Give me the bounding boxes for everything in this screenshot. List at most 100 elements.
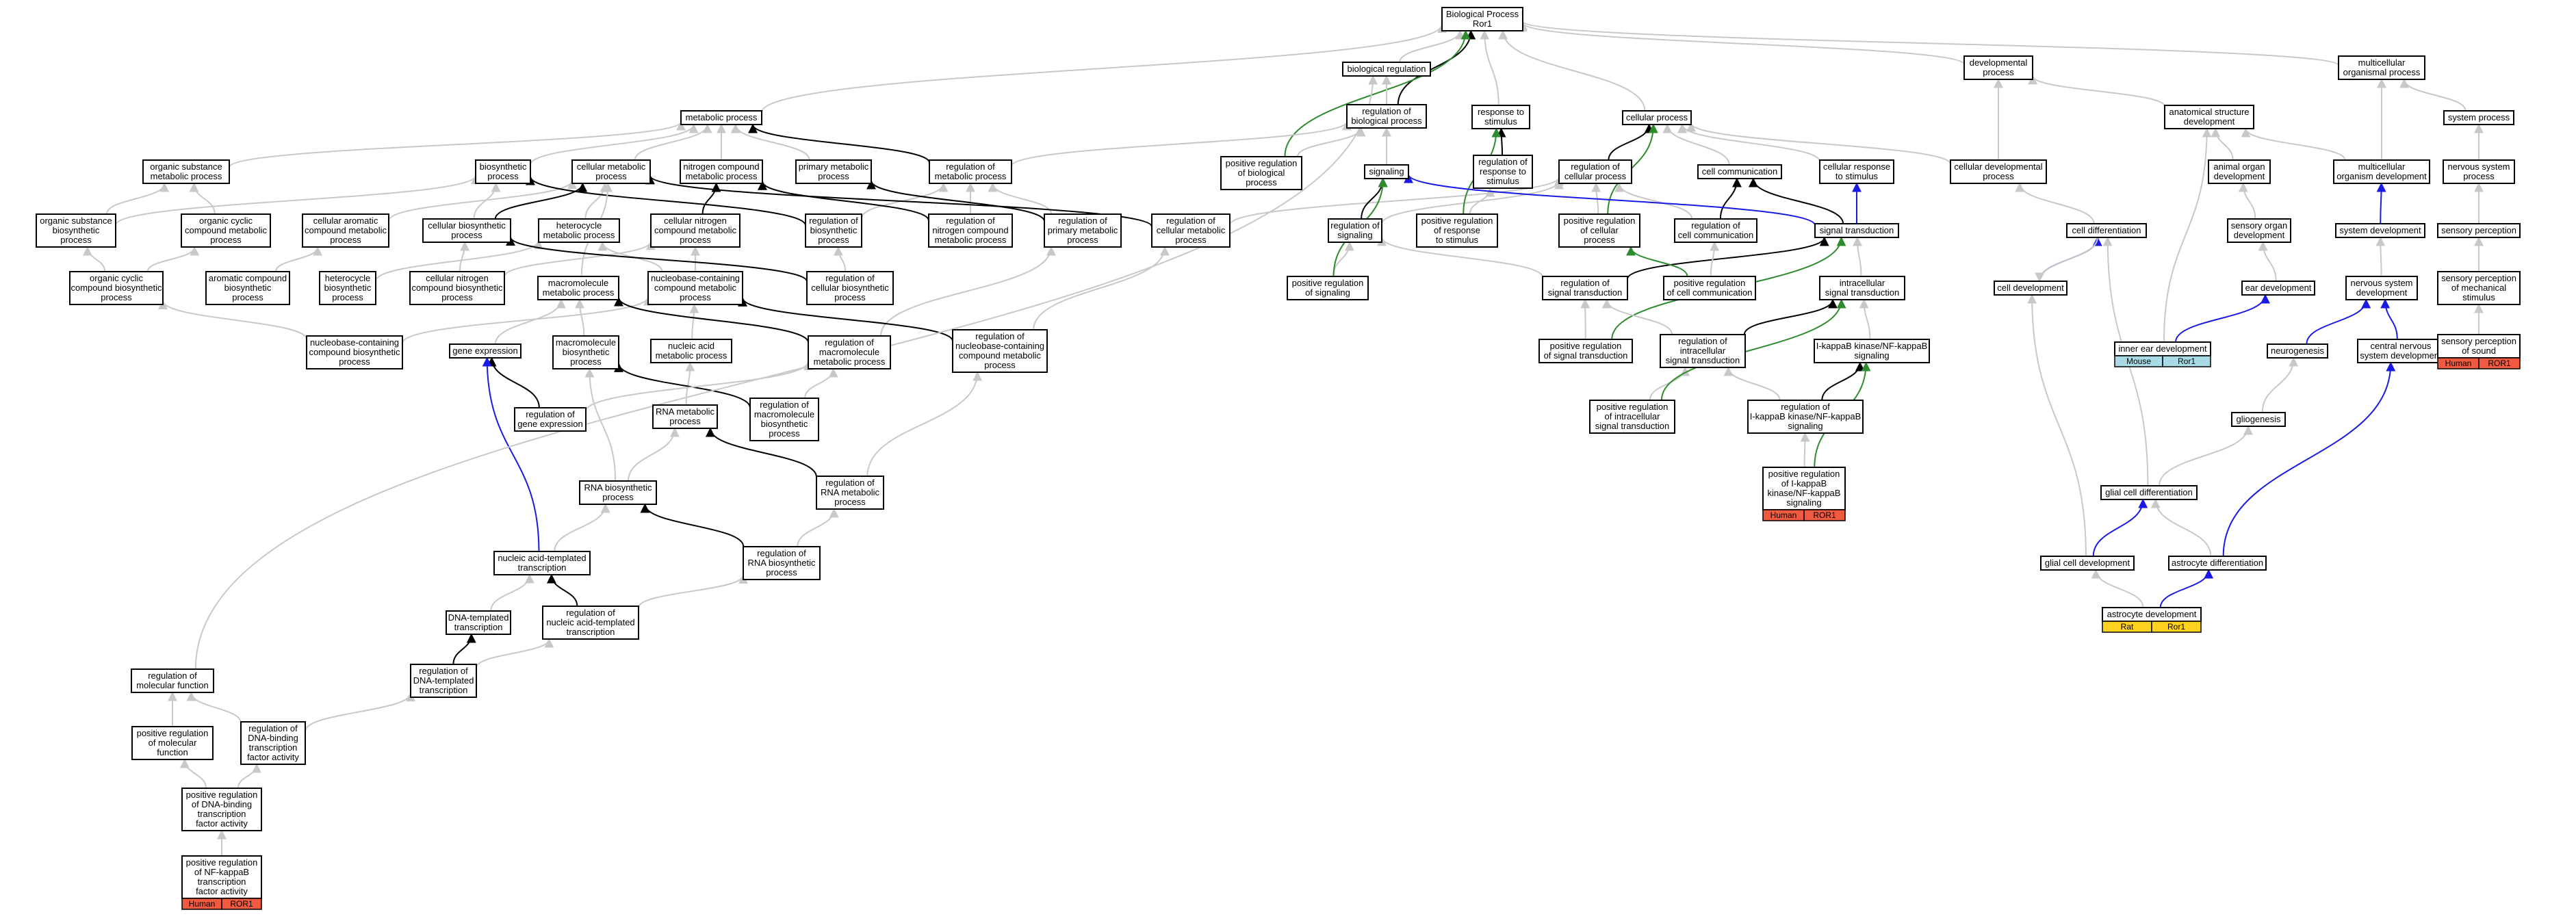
go-term-node[interactable]: neurogenesis [2267,343,2328,359]
go-term-node[interactable]: astrocyte development [2102,607,2202,622]
go-term-node[interactable]: glial cell differentiation [2100,485,2198,500]
go-term-node[interactable]: system process [2443,110,2514,125]
go-term-node[interactable]: system development [2335,223,2425,238]
go-term-node[interactable]: signal transduction [1814,223,1899,238]
go-term-node[interactable]: inner ear development [2114,341,2211,356]
go-term-node[interactable]: cell differentiation [2066,223,2147,238]
edge-blue [1404,173,1816,226]
go-term-node[interactable]: signaling [1364,164,1409,179]
go-term-node[interactable]: regulation ofmacromoleculebiosyntheticpr… [749,398,819,441]
go-term-node[interactable]: sensory perception [2437,223,2521,238]
go-term-node[interactable]: cell communication [1697,164,1782,179]
go-term-node[interactable]: cell development [1994,281,2068,296]
go-term-node[interactable]: regulation ofI-kappaB kinase/NF-kappaBsi… [1747,400,1864,434]
go-term-node[interactable]: biological regulation [1342,62,1431,77]
go-term-node[interactable]: metabolic process [680,110,762,125]
node-box [409,271,505,305]
go-term-node[interactable]: glial cell development [2040,556,2135,571]
go-term-node[interactable]: astrocyte differentiation [2168,556,2267,571]
node-label: of cell communication [1667,287,1753,298]
go-term-node[interactable]: gliogenesis [2231,412,2286,427]
edge-black [1748,177,1844,224]
go-term-node[interactable]: regulation ofDNA-bindingtranscriptionfac… [240,721,306,765]
go-term-node[interactable]: cellular process [1622,110,1692,125]
go-term-node[interactable]: regulation ofnucleobase-containingcompou… [952,329,1048,373]
go-term-node[interactable]: ear development [2241,281,2315,296]
go-term-node[interactable]: gene expression [449,343,521,359]
